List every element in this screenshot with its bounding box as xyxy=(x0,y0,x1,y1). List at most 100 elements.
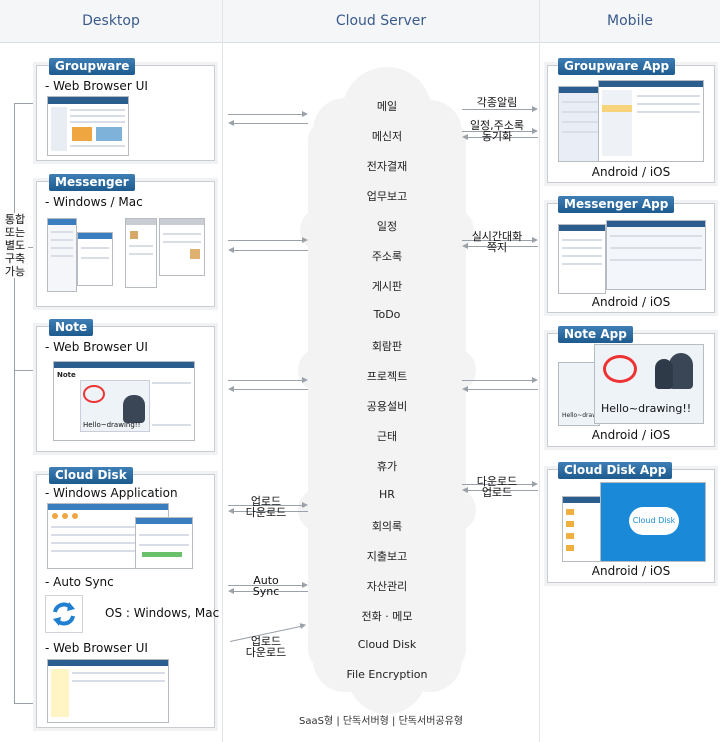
arrow-cloud-to-messenger xyxy=(228,247,308,253)
cloud-disk-app-tablet: Cloud Disk xyxy=(600,482,706,562)
messenger-app-panel: Messenger App Android / iOS xyxy=(547,196,715,313)
label-schedule-sync: 일정,주소록 동기화 xyxy=(469,119,525,143)
integration-note-line: 별도 xyxy=(4,239,26,252)
service-item: 전자결재 xyxy=(366,160,408,173)
service-item: 전화 · 메모 xyxy=(361,610,413,623)
service-item: 메신저 xyxy=(371,130,403,143)
groupware-app-tablet xyxy=(598,80,704,162)
integration-note-line: 또는 xyxy=(4,226,26,239)
service-item: 주소록 xyxy=(371,250,403,263)
cloud-disk-os: OS : Windows, Mac xyxy=(105,606,220,620)
service-item: 지출보고 xyxy=(366,550,408,563)
groupware-badge: Groupware xyxy=(49,58,136,75)
cloud-disk-app-badge: Cloud Disk App xyxy=(558,462,673,479)
service-item: 회의록 xyxy=(371,520,403,533)
cloud-disk-app-panel: Cloud Disk App Cloud Disk Android / iOS xyxy=(547,462,715,583)
integration-bracket xyxy=(14,103,15,703)
service-item: 프로젝트 xyxy=(366,370,408,383)
label-upload-download-2: 업로드 다운로드 xyxy=(245,635,287,659)
service-item: 일정 xyxy=(376,220,398,233)
arrow-note-to-cloud xyxy=(462,386,538,392)
note-panel: Note - Web Browser UI Note Hello~drawing… xyxy=(36,319,215,452)
integration-note-line: 구축 xyxy=(4,252,26,265)
arrow-alerts xyxy=(462,106,538,112)
cloud-disk-app-platform: Android / iOS xyxy=(591,564,671,578)
service-item: 메일 xyxy=(376,100,398,113)
messenger-app-platform: Android / iOS xyxy=(591,295,671,309)
groupware-app-platform: Android / iOS xyxy=(591,165,671,179)
service-item: ToDo xyxy=(373,308,401,321)
groupware-sub: - Web Browser UI xyxy=(45,79,148,93)
groupware-app-badge: Groupware App xyxy=(558,58,676,75)
arrow-autosync-down xyxy=(228,588,308,594)
deployment-options: SaaS형 | 단독서버형 | 단독서버공유형 xyxy=(298,716,463,727)
cloud-disk-sub-windows: - Windows Application xyxy=(45,486,178,500)
note-app-badge: Note App xyxy=(558,326,633,343)
messenger-win-list xyxy=(47,218,77,292)
messenger-app-phone xyxy=(558,224,606,294)
service-item: 회람판 xyxy=(371,340,403,353)
messenger-sub: - Windows / Mac xyxy=(45,195,143,209)
arrow-cloud-to-note xyxy=(228,386,308,392)
cloud-disk-badge: Cloud Disk xyxy=(49,467,133,484)
label-auto-sync: Auto Sync xyxy=(252,574,280,598)
arrow-autosync-up xyxy=(228,582,308,588)
cloud-disk-panel: Cloud Disk - Windows Application - Auto … xyxy=(36,467,219,728)
arrow-sync-to-mobile xyxy=(462,128,538,134)
mobile-header: Mobile xyxy=(540,0,720,43)
arrow-note-to-cloud xyxy=(228,377,308,383)
integration-note-line: 가능 xyxy=(4,265,26,278)
service-item: File Encryption xyxy=(346,668,428,681)
note-drawing-text: Hello~drawing!! xyxy=(83,421,141,429)
service-item: 공용설비 xyxy=(366,400,408,413)
label-upload-download-1: 업로드 다운로드 xyxy=(245,495,287,519)
note-app-tablet: Hello~drawing!! xyxy=(594,344,704,424)
messenger-app-badge: Messenger App xyxy=(558,196,675,213)
service-item: 자산관리 xyxy=(366,580,408,593)
note-web-screenshot: Note Hello~drawing!! xyxy=(53,361,195,441)
note-sub: - Web Browser UI xyxy=(45,340,148,354)
cloud-shape xyxy=(298,67,476,714)
note-screen-title: Note xyxy=(57,371,76,379)
service-item: 게시판 xyxy=(371,280,403,293)
arrow-chat-to-cloud xyxy=(462,243,538,249)
note-app-drawing-text: Hello~drawing!! xyxy=(601,402,692,415)
messenger-panel: Messenger - Windows / Mac xyxy=(36,174,215,307)
arrow-upload-windows xyxy=(228,502,308,508)
column-divider-right xyxy=(539,0,540,742)
label-chat: 실시간대화 쪽지 xyxy=(471,230,523,254)
groupware-app-phone xyxy=(558,86,604,162)
messenger-mac-list xyxy=(125,218,157,288)
service-item: 휴가 xyxy=(376,460,398,473)
note-app-platform: Android / iOS xyxy=(591,428,671,442)
arrow-download-mobile xyxy=(462,481,538,487)
service-item: Cloud Disk xyxy=(357,638,417,651)
arrow-groupware-to-cloud xyxy=(228,111,308,117)
integration-note-line: 통합 xyxy=(4,213,26,226)
messenger-mac-chat xyxy=(159,218,205,276)
sync-icon xyxy=(45,595,83,633)
cloud-disk-app-screen-text: Cloud Disk xyxy=(632,516,676,525)
cloud-disk-sub-autosync: - Auto Sync xyxy=(45,575,114,589)
column-divider-left xyxy=(222,0,223,742)
arrow-download-windows xyxy=(228,508,308,514)
groupware-panel: Groupware - Web Browser UI xyxy=(36,58,215,161)
arrow-upload-mobile xyxy=(462,487,538,493)
label-alerts: 각종알림 xyxy=(476,96,518,109)
arrow-note-to-mobile xyxy=(462,377,538,383)
label-download-upload: 다운로드 업로드 xyxy=(476,475,518,499)
service-item: 업무보고 xyxy=(366,190,408,203)
cloud-disk-web-screenshot xyxy=(47,659,169,723)
service-item: 근태 xyxy=(376,430,398,443)
messenger-win-chat xyxy=(77,232,113,286)
cloud-server-header: Cloud Server xyxy=(223,0,539,43)
note-app-panel: Note App Hello~drawing!! Hello~drawing!!… xyxy=(547,326,715,447)
groupware-web-screenshot xyxy=(47,96,129,156)
messenger-badge: Messenger xyxy=(49,174,135,191)
note-badge: Note xyxy=(49,319,94,336)
arrow-cloud-to-groupware xyxy=(228,120,308,126)
desktop-header: Desktop xyxy=(0,0,222,43)
messenger-app-tablet xyxy=(606,220,706,290)
